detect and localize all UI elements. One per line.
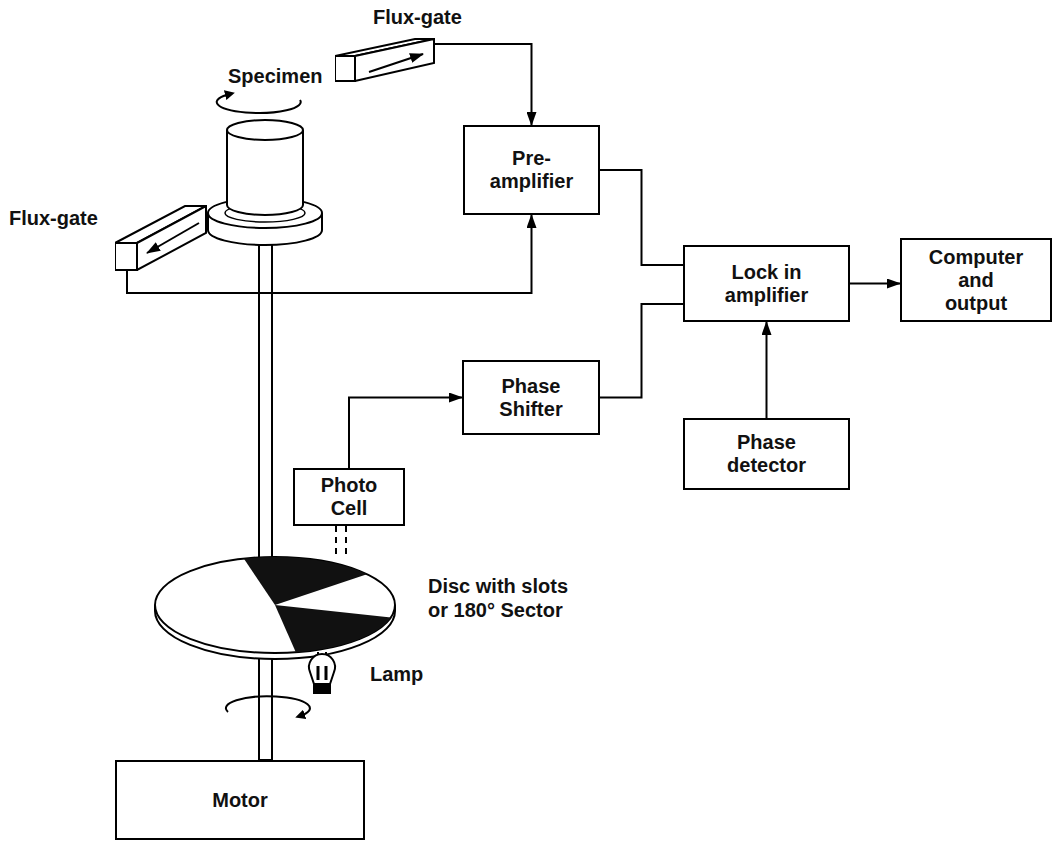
signal-wire [600, 304, 683, 398]
flux-gate-bar [115, 205, 207, 271]
box-label: Photo Cell [309, 474, 389, 520]
box-label: Motor [212, 789, 268, 812]
light-beam [345, 526, 347, 556]
process-box: Phase Shifter [462, 360, 600, 435]
part-label: Disc with slots or 180° Sector [428, 574, 588, 622]
process-box: Computer and output [900, 238, 1052, 322]
sensor-label: Flux-gate [373, 6, 462, 29]
flux-gate-bar [335, 38, 435, 82]
signal-wire [435, 44, 532, 125]
process-box: Photo Cell [293, 468, 405, 526]
part-label: Lamp [370, 662, 423, 686]
flux-gate-sensor: Flux-gate [335, 38, 435, 82]
process-box: Phase detector [683, 418, 850, 490]
slotted-disc [155, 557, 395, 653]
box-label: Phase detector [717, 431, 817, 477]
rotation-arrow [217, 94, 301, 113]
rotation-arrow [226, 696, 310, 716]
specimen-cylinder [227, 120, 303, 140]
lamp-symbol [309, 654, 335, 694]
process-box: Pre- amplifier [463, 125, 600, 215]
box-label: Phase Shifter [481, 375, 581, 421]
specimen-cylinder [227, 130, 303, 215]
process-box: Motor [115, 760, 365, 840]
disc-sector [244, 557, 367, 605]
process-box: Lock in amplifier [683, 245, 850, 322]
box-label: Pre- amplifier [482, 147, 582, 193]
shaft [259, 648, 272, 760]
flux-gate-sensor: Flux-gate [115, 205, 207, 271]
signal-wire [850, 283, 900, 285]
signal-wire [766, 322, 768, 418]
disc-sector [275, 605, 391, 652]
sensor-label: Flux-gate [9, 207, 98, 230]
signal-wire [349, 398, 462, 469]
signal-wire [600, 170, 683, 265]
part-label: Specimen [228, 64, 322, 88]
box-label: Lock in amplifier [712, 261, 822, 307]
box-label: Computer and output [927, 246, 1025, 315]
light-beam [335, 526, 337, 556]
